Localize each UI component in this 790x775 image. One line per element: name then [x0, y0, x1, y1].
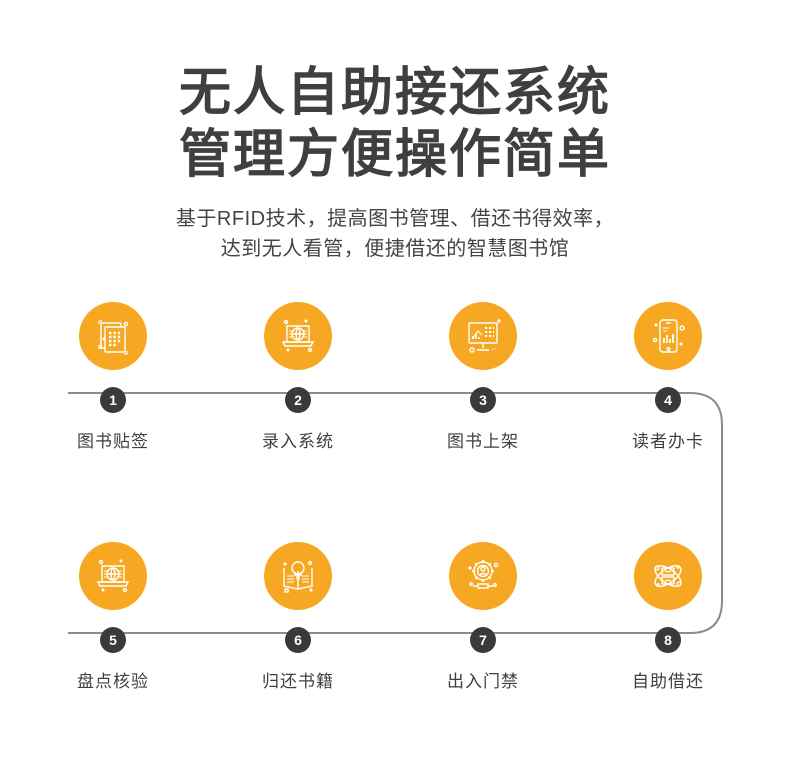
page-title-line-2: 管理方便操作简单 — [178, 126, 611, 184]
header: 无人自助接还系统 管理方便操作简单 基于RFID技术，提高图书管理、借还书得效率… — [0, 62, 790, 264]
page-subtitle: 基于RFID技术，提高图书管理、借还书得效率， 达到无人看管，便捷借还的智慧图书… — [0, 204, 790, 264]
laptop-globe-icon — [276, 314, 320, 358]
step-7-label: 出入门禁 — [447, 672, 519, 691]
gear-person-icon — [461, 554, 505, 598]
laptop-globe-icon — [91, 554, 135, 598]
phone-chart-icon — [646, 314, 690, 358]
step-8-badge: 8 — [655, 627, 681, 653]
step-1-icon-circle — [79, 302, 147, 370]
flow-step-6[interactable]: 6 归还书籍 — [223, 542, 373, 692]
step-3-icon-circle — [449, 302, 517, 370]
step-8-icon-circle — [634, 542, 702, 610]
step-5-label: 盘点核验 — [77, 672, 149, 691]
step-4-badge: 4 — [655, 387, 681, 413]
monitor-chart-icon — [461, 314, 505, 358]
flow-step-1[interactable]: 1 图书贴签 — [38, 302, 188, 452]
flow-row-1: 1 图书贴签 — [0, 290, 790, 470]
step-5-icon-circle — [79, 542, 147, 610]
flow-connector — [68, 392, 723, 634]
binary-document-icon — [91, 314, 135, 358]
flow-row-2: 5 盘点核验 — [0, 530, 790, 710]
step-8-label: 自助借还 — [632, 672, 704, 691]
flow-step-2[interactable]: 2 录入系统 — [223, 302, 373, 452]
flow-line-curve — [689, 392, 723, 634]
step-4-label: 读者办卡 — [632, 432, 704, 451]
step-2-label: 录入系统 — [262, 432, 334, 451]
process-flow: 1 图书贴签 — [0, 290, 790, 710]
flow-step-8[interactable]: 8 自助借还 — [593, 542, 743, 692]
step-6-badge: 6 — [285, 627, 311, 653]
step-6-label: 归还书籍 — [262, 672, 334, 691]
step-2-icon-circle — [264, 302, 332, 370]
page-subtitle-line-1: 基于RFID技术，提高图书管理、借还书得效率， — [175, 208, 615, 230]
page-subtitle-line-2: 达到无人看管，便捷借还的智慧图书馆 — [220, 238, 570, 260]
atom-server-icon — [646, 554, 690, 598]
flow-step-3[interactable]: 3 图书上架 — [408, 302, 558, 452]
step-1-badge: 1 — [100, 387, 126, 413]
flow-step-7[interactable]: 7 出入门禁 — [408, 542, 558, 692]
step-7-icon-circle — [449, 542, 517, 610]
step-7-badge: 7 — [470, 627, 496, 653]
page-title-line-1: 无人自助接还系统 — [178, 64, 611, 122]
step-4-icon-circle — [634, 302, 702, 370]
step-6-icon-circle — [264, 542, 332, 610]
step-3-badge: 3 — [470, 387, 496, 413]
step-1-label: 图书贴签 — [77, 432, 149, 451]
step-3-label: 图书上架 — [447, 432, 519, 451]
book-lightbulb-icon — [276, 554, 320, 598]
step-5-badge: 5 — [100, 627, 126, 653]
flow-step-5[interactable]: 5 盘点核验 — [38, 542, 188, 692]
flow-step-4[interactable]: 4 读者办卡 — [593, 302, 743, 452]
step-2-badge: 2 — [285, 387, 311, 413]
